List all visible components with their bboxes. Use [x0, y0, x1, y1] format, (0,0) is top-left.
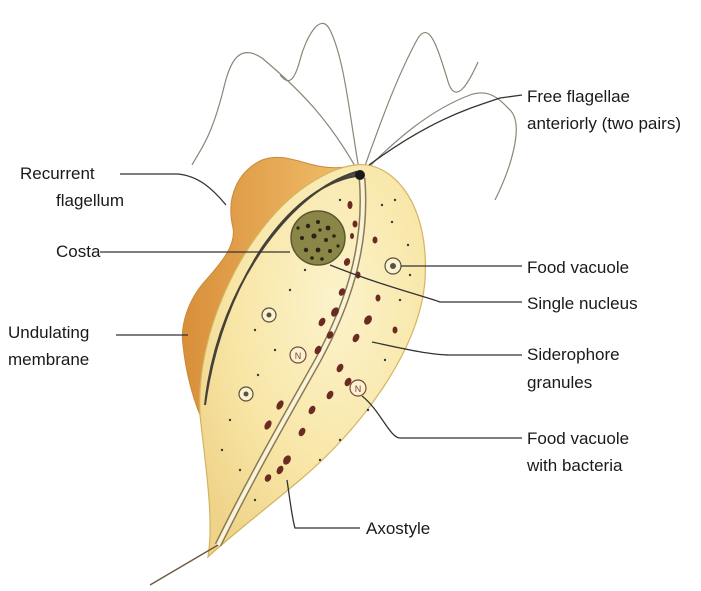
leader-free-flagellae — [369, 95, 522, 165]
nucleus — [291, 211, 345, 265]
svg-text:N: N — [295, 351, 302, 361]
posterior-tail — [150, 545, 218, 585]
label-recurrent-flagellum-line2: flagellum — [56, 190, 124, 212]
label-costa: Costa — [56, 241, 100, 263]
label-single-nucleus: Single nucleus — [527, 293, 638, 315]
leader-recurrent-flagellum — [120, 174, 226, 205]
leader-axostyle — [287, 480, 360, 528]
label-siderophore-granules-line2: granules — [527, 372, 592, 394]
label-free-flagellae-line2: anteriorly (two pairs) — [527, 113, 681, 135]
label-food-vacuole: Food vacuole — [527, 257, 629, 279]
label-recurrent-flagellum-line1: Recurrent — [20, 163, 95, 185]
label-axostyle: Axostyle — [366, 518, 430, 540]
label-siderophore-granules-line1: Siderophore — [527, 344, 620, 366]
label-free-flagellae-line1: Free flagellae — [527, 86, 630, 108]
svg-text:N: N — [355, 384, 362, 394]
label-undulating-membrane-line1: Undulating — [8, 322, 89, 344]
label-food-vacuole-bacteria-line2: with bacteria — [527, 455, 622, 477]
label-undulating-membrane-line2: membrane — [8, 349, 89, 371]
basal-body — [355, 170, 365, 180]
label-food-vacuole-bacteria-line1: Food vacuole — [527, 428, 629, 450]
leader-food-vacuole-bacteria — [362, 396, 522, 438]
